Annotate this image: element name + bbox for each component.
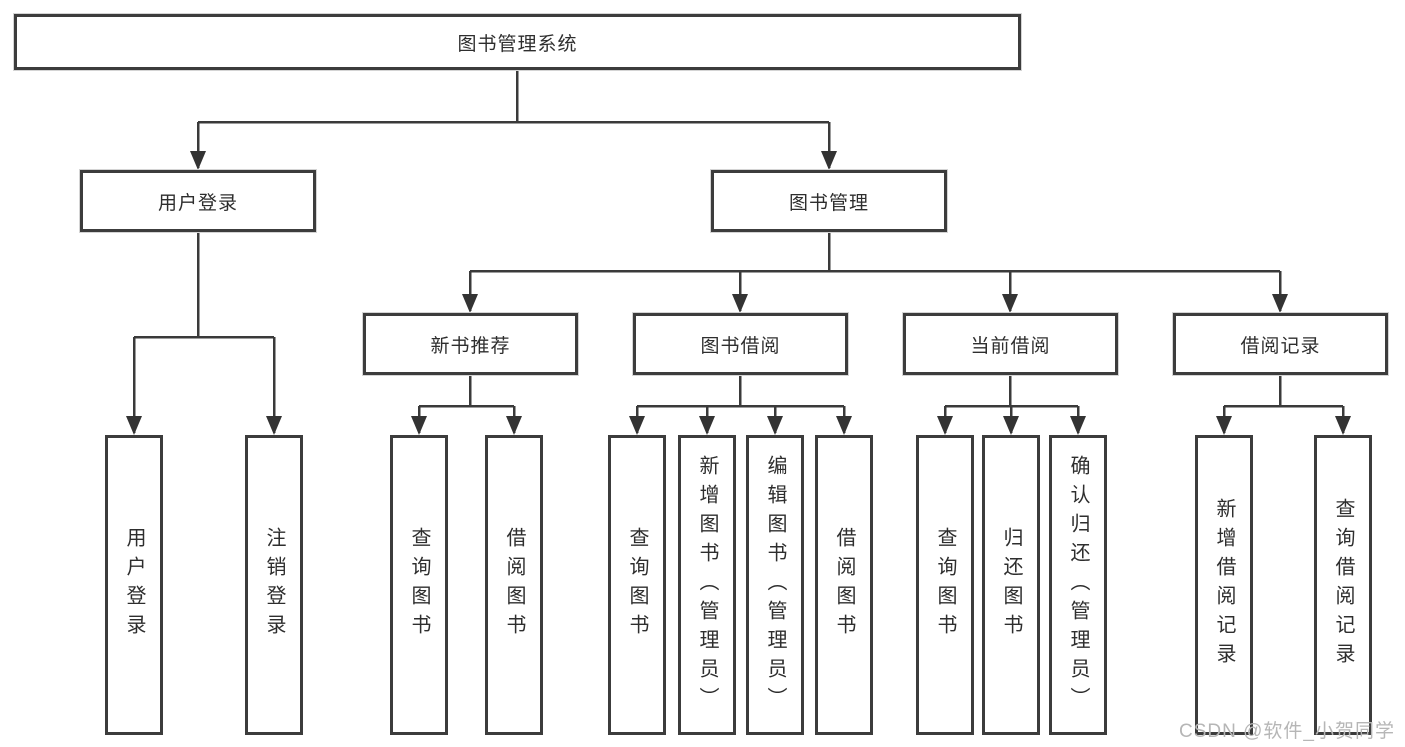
leaf-borrow-books: 借阅图书: [815, 435, 873, 735]
leaf-return-books: 归还图书: [982, 435, 1040, 735]
leaf-logout: 注销登录: [245, 435, 303, 735]
leaf-add-books-admin: 新增图书（管理员）: [678, 435, 736, 735]
node-label: 当前借阅: [970, 335, 1051, 357]
leaf-label: 查询借阅记录: [1332, 498, 1354, 672]
node-label: 新书推荐: [430, 335, 511, 357]
leaf-label: 用户登录: [123, 527, 145, 643]
leaf-borrow-books-recommend: 借阅图书: [485, 435, 543, 735]
arrowhead-icon: [821, 151, 837, 170]
leaf-label: 注销登录: [263, 527, 285, 643]
connector-book-borrow-to-leaves: [635, 375, 846, 433]
leaf-edit-books-admin: 编辑图书（管理员）: [746, 435, 804, 735]
leaf-query-books-current: 查询图书: [916, 435, 974, 735]
connector-borrow-records-to-leaves: [1222, 375, 1345, 433]
leaf-label: 借阅图书: [503, 527, 525, 643]
arrowhead-icon: [266, 416, 282, 435]
node-book-management: 图书管理: [711, 170, 947, 232]
leaf-label: 新增借阅记录: [1213, 498, 1235, 672]
arrowhead-icon: [732, 294, 748, 313]
node-label: 图书借阅: [700, 335, 781, 357]
leaf-label: 查询图书: [408, 527, 430, 643]
node-current-borrow: 当前借阅: [903, 313, 1118, 375]
node-label: 图书管理: [788, 192, 869, 214]
arrowhead-icon: [767, 416, 783, 435]
arrowhead-icon: [699, 416, 715, 435]
leaf-label: 查询图书: [934, 527, 956, 643]
arrowhead-icon: [1216, 416, 1232, 435]
arrowhead-icon: [629, 416, 645, 435]
arrowhead-icon: [506, 416, 522, 435]
connector-lines: [132, 70, 1345, 433]
node-label: 用户登录: [157, 192, 238, 214]
leaf-confirm-return-admin: 确认归还（管理员）: [1049, 435, 1107, 735]
watermark: CSDN @软件_小贺同学: [1179, 721, 1395, 742]
node-book-borrow: 图书借阅: [633, 313, 848, 375]
node-label: 图书管理系统: [457, 33, 578, 55]
leaf-add-borrow-record: 新增借阅记录: [1195, 435, 1253, 735]
arrowheads: [126, 151, 1351, 435]
leaf-query-books-recommend: 查询图书: [390, 435, 448, 735]
node-root-system: 图书管理系统: [14, 14, 1021, 70]
node-label: 借阅记录: [1240, 335, 1321, 357]
leaf-label: 借阅图书: [833, 527, 855, 643]
arrowhead-icon: [1070, 416, 1086, 435]
connector-new-book-to-leaves: [417, 375, 516, 433]
arrowhead-icon: [1003, 416, 1019, 435]
leaf-user-login: 用户登录: [105, 435, 163, 735]
arrowhead-icon: [126, 416, 142, 435]
arrowhead-icon: [836, 416, 852, 435]
leaf-query-books-borrow: 查询图书: [608, 435, 666, 735]
leaf-label: 归还图书: [1000, 527, 1022, 643]
arrowhead-icon: [1272, 294, 1288, 313]
node-borrow-records: 借阅记录: [1173, 313, 1388, 375]
connector-user-login-to-leaves: [132, 233, 276, 433]
leaf-label: 新增图书（管理员）: [696, 454, 718, 716]
leaf-query-borrow-record: 查询借阅记录: [1314, 435, 1372, 735]
arrowhead-icon: [1335, 416, 1351, 435]
arrowhead-icon: [937, 416, 953, 435]
connector-book-mgmt-to-level3: [468, 233, 1282, 311]
node-user-login: 用户登录: [80, 170, 316, 232]
leaf-label: 确认归还（管理员）: [1067, 454, 1089, 716]
arrowhead-icon: [190, 151, 206, 170]
arrowhead-icon: [1002, 294, 1018, 313]
leaf-label: 编辑图书（管理员）: [764, 454, 786, 716]
arrowhead-icon: [462, 294, 478, 313]
connector-root-to-level2: [196, 70, 831, 168]
node-new-book-recommend: 新书推荐: [363, 313, 578, 375]
leaf-label: 查询图书: [626, 527, 648, 643]
arrowhead-icon: [411, 416, 427, 435]
